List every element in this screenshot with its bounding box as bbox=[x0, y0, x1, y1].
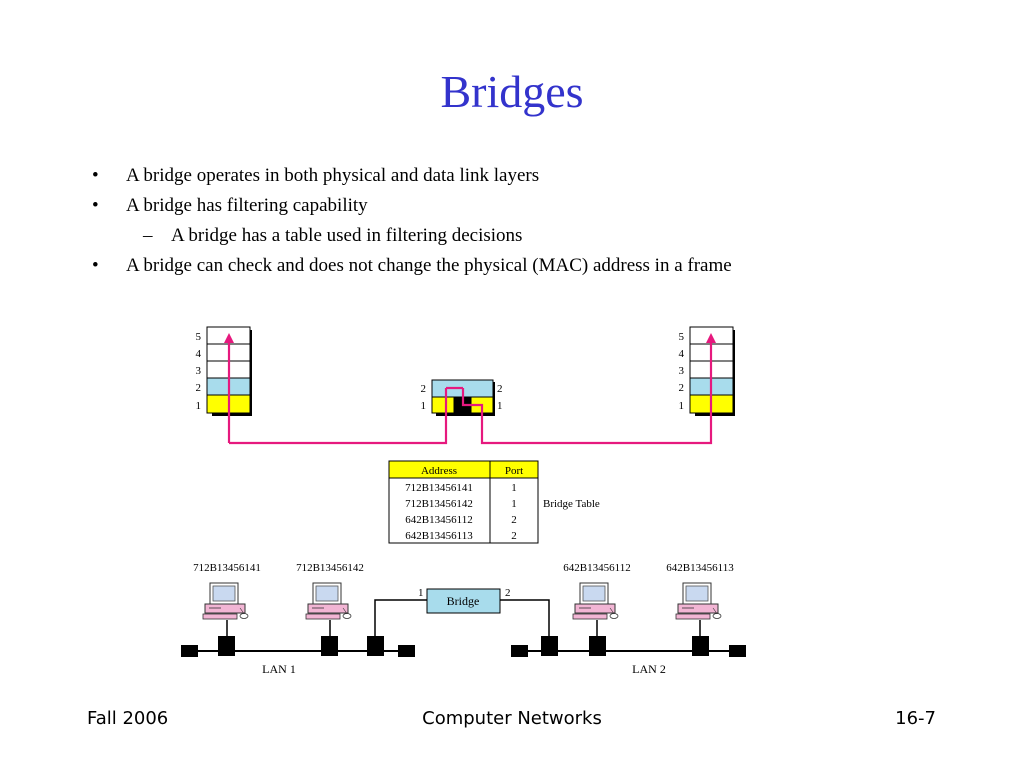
bridge-table-label: Bridge Table bbox=[543, 498, 600, 510]
host-address-label: 712B13456141 bbox=[193, 562, 261, 574]
layer-label: 5 bbox=[196, 331, 202, 343]
lan-label: LAN 1 bbox=[262, 662, 296, 676]
computer-icon bbox=[572, 582, 619, 620]
layer-label: 4 bbox=[679, 348, 685, 360]
table-cell-port: 2 bbox=[511, 530, 517, 542]
host-address-label: 712B13456142 bbox=[296, 562, 364, 574]
slide-title: Bridges bbox=[440, 66, 584, 117]
bullet-dot: • bbox=[92, 195, 99, 216]
layer-label: 1 bbox=[679, 400, 685, 412]
computer-icon bbox=[202, 582, 249, 620]
table-cell-port: 1 bbox=[511, 482, 517, 494]
left-station-stack: 5 4 3 2 1 bbox=[196, 326, 252, 416]
bullet-text: A bridge can check and does not change t… bbox=[126, 255, 732, 276]
layer-label: 3 bbox=[196, 365, 202, 377]
bullet-list: • A bridge operates in both physical and… bbox=[0, 0, 1024, 300]
bullet-dot: • bbox=[92, 255, 99, 276]
table-header-port: Port bbox=[505, 465, 523, 477]
frame-path-left bbox=[229, 388, 448, 445]
table-cell-address: 712B13456142 bbox=[405, 498, 473, 510]
bridge-layer-label: 2 bbox=[497, 383, 503, 395]
table-header-address: Address bbox=[421, 465, 457, 477]
footer-date: Fall 2006 bbox=[87, 708, 169, 729]
bridge-port-label: 2 bbox=[505, 587, 511, 599]
layer-label: 5 bbox=[679, 331, 685, 343]
bullet-item: • A bridge has filtering capability bbox=[92, 194, 368, 218]
computer-icon bbox=[675, 582, 722, 620]
bridge-layer-label: 1 bbox=[421, 400, 427, 412]
footer-slide-number: 16-7 bbox=[895, 708, 936, 729]
table-cell-address: 642B13456112 bbox=[405, 514, 472, 526]
footer-course: Computer Networks bbox=[422, 708, 602, 729]
dash-mark: – bbox=[143, 225, 153, 246]
host-address-label: 642B13456113 bbox=[666, 562, 734, 574]
right-station-stack: 5 4 3 2 1 bbox=[679, 326, 735, 416]
bridge-port-label: 1 bbox=[418, 587, 424, 599]
layer-label: 2 bbox=[196, 382, 202, 394]
table-cell-address: 712B13456141 bbox=[405, 482, 473, 494]
lan-1-bus bbox=[181, 636, 415, 657]
sub-bullet-text: A bridge has a table used in filtering d… bbox=[171, 225, 523, 246]
bridge-device: Bridge 1 2 bbox=[374, 587, 550, 636]
table-cell-address: 642B13456113 bbox=[405, 530, 473, 542]
layer-label: 3 bbox=[679, 365, 685, 377]
table-cell-port: 2 bbox=[511, 514, 517, 526]
bullet-text: A bridge operates in both physical and d… bbox=[126, 165, 540, 186]
bullet-item: • A bridge operates in both physical and… bbox=[92, 164, 540, 188]
bridge-layer-label: 1 bbox=[497, 400, 503, 412]
bullet-dot: • bbox=[92, 165, 99, 186]
bridge-stack: 2 1 2 1 bbox=[421, 379, 503, 416]
bullet-item: • A bridge can check and does not change… bbox=[92, 254, 732, 278]
layer-label: 2 bbox=[679, 382, 685, 394]
table-cell-port: 1 bbox=[511, 498, 517, 510]
bridge-layer-label: 2 bbox=[421, 383, 427, 395]
bridge-label: Bridge bbox=[447, 594, 480, 608]
host-address-label: 642B13456112 bbox=[563, 562, 630, 574]
layer-label: 4 bbox=[196, 348, 202, 360]
frame-path-right bbox=[461, 333, 716, 445]
sub-bullet-item: – A bridge has a table used in filtering… bbox=[143, 224, 523, 248]
bridge-table: Address Port 712B13456141 1 712B13456142… bbox=[388, 460, 600, 544]
lan-2-bus bbox=[511, 636, 746, 657]
layer-label: 1 bbox=[196, 400, 202, 412]
bullet-text: A bridge has filtering capability bbox=[126, 195, 368, 216]
computer-icon bbox=[305, 582, 352, 620]
lan-label: LAN 2 bbox=[632, 662, 666, 676]
